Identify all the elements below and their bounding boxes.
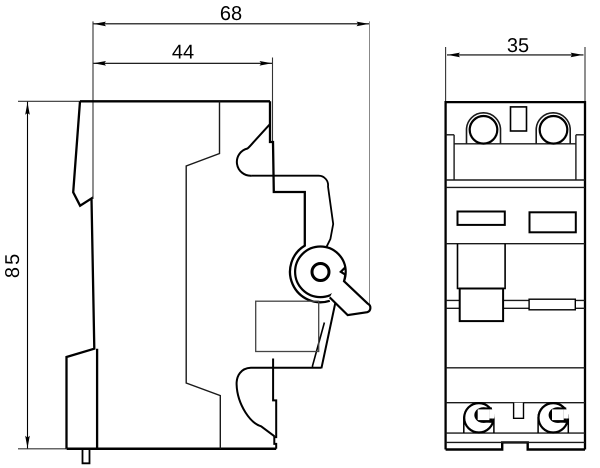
svg-text:85: 85: [2, 251, 24, 278]
svg-text:68: 68: [220, 3, 242, 25]
svg-text:35: 35: [507, 35, 529, 57]
svg-text:44: 44: [172, 41, 194, 63]
